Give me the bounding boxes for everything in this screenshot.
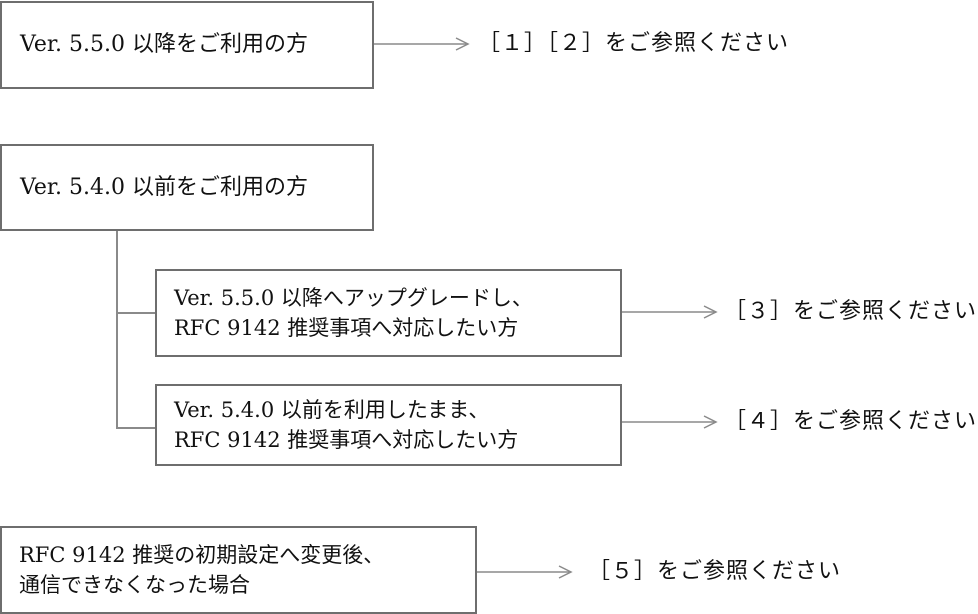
arrow-to-ref-1-2 (374, 37, 470, 51)
ref-3-label: ［３］をご参照ください (724, 299, 978, 324)
box-keep-rfc9142-line-1: Ver. 5.4.0 以前を利用したまま、 (174, 398, 490, 422)
box-upgrade-rfc9142: Ver. 5.5.0 以降へアップグレードし、 RFC 9142 推奨事項へ対応… (155, 269, 622, 357)
box-rfc9142-failure-line-2: 通信できなくなった場合 (19, 573, 250, 597)
box-rfc9142-failure-line-1: RFC 9142 推奨の初期設定へ変更後、 (19, 543, 385, 567)
box-keep-rfc9142-line-2: RFC 9142 推奨事項へ対応したい方 (174, 428, 519, 452)
box-ver540-users-text: Ver. 5.4.0 以前をご利用の方 (20, 174, 308, 200)
box-ver550-users: Ver. 5.5.0 以降をご利用の方 (0, 1, 374, 89)
tree-connector-branch-upgrade (116, 312, 156, 314)
arrow-to-ref-3 (622, 305, 718, 319)
tree-connector-branch-keep (116, 427, 156, 429)
arrow-to-ref-4 (622, 415, 718, 429)
box-ver550-users-text: Ver. 5.5.0 以降をご利用の方 (20, 32, 308, 57)
box-rfc9142-failure: RFC 9142 推奨の初期設定へ変更後、 通信できなくなった場合 (0, 526, 477, 614)
tree-connector-vertical (116, 231, 118, 428)
ref-1-2-label: ［１］［２］をご参照ください (478, 31, 790, 56)
arrow-to-ref-5 (477, 565, 573, 579)
box-ver540-users: Ver. 5.4.0 以前をご利用の方 (0, 144, 374, 231)
ref-5-label: ［５］をご参照ください (588, 559, 842, 584)
ref-4-label: ［４］をご参照ください (724, 409, 978, 434)
box-keep-rfc9142: Ver. 5.4.0 以前を利用したまま、 RFC 9142 推奨事項へ対応した… (155, 384, 622, 466)
box-upgrade-rfc9142-line-2: RFC 9142 推奨事項へ対応したい方 (174, 316, 519, 340)
box-upgrade-rfc9142-line-1: Ver. 5.5.0 以降へアップグレードし、 (174, 286, 533, 310)
